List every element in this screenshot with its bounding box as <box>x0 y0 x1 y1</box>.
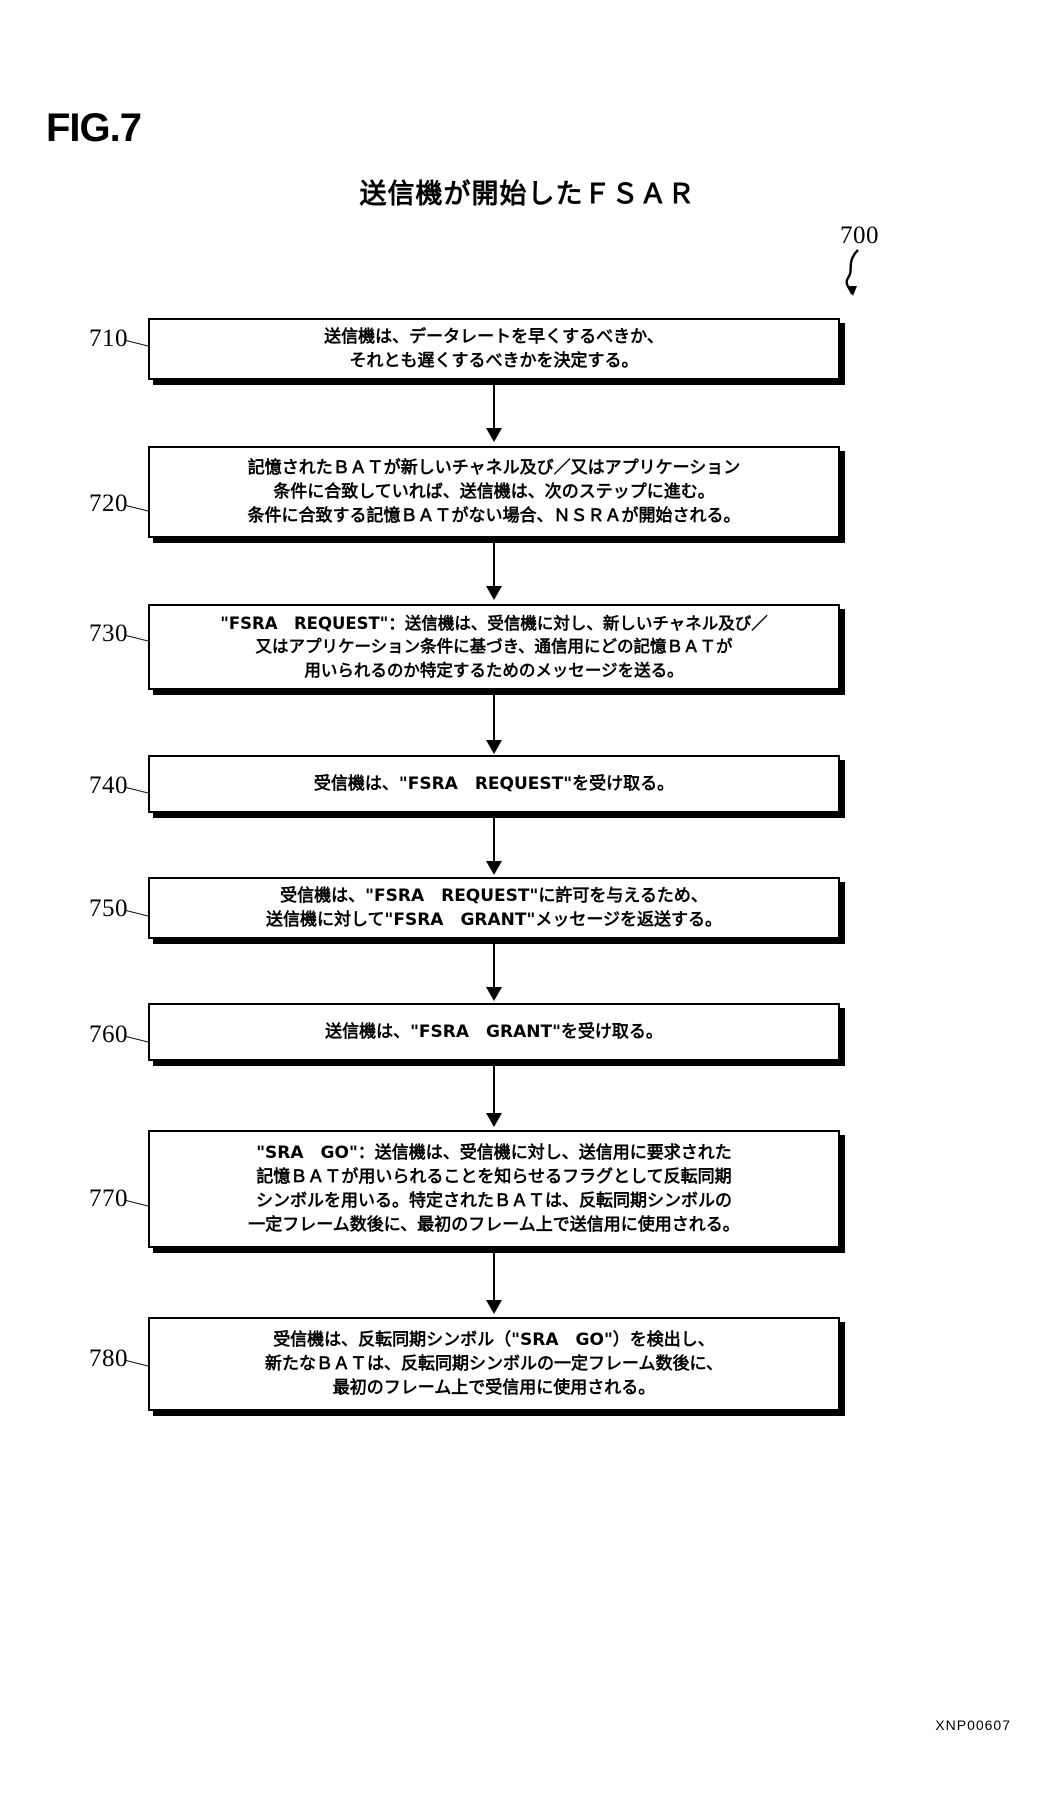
reference-leader-hook-icon <box>845 249 859 296</box>
process-box-760-text: 送信機は、"FSRA GRANT"を受け取る。 <box>325 1021 663 1042</box>
arrowhead-710-720-icon <box>486 428 502 442</box>
leader-line-780 <box>125 1360 150 1367</box>
leader-line-760 <box>125 1036 150 1043</box>
process-box-710-text: 送信機は、データレートを早くするべきか、 それとも遅くするべきかを決定する。 <box>324 326 664 371</box>
step-number-710: 710 <box>89 325 128 352</box>
leader-line-770 <box>125 1200 150 1207</box>
step-number-730: 730 <box>89 620 128 647</box>
connector-750-760 <box>493 944 495 990</box>
step-number-750: 750 <box>89 895 128 922</box>
arrowhead-730-740-icon <box>486 740 502 754</box>
figure-label: FIG.7 <box>46 106 142 150</box>
process-box-750[interactable]: 受信機は、"FSRA REQUEST"に許可を与えるため、 送信機に対して"FS… <box>148 877 840 939</box>
connector-760-770 <box>493 1066 495 1116</box>
connector-770-780 <box>493 1253 495 1303</box>
arrowhead-770-780-icon <box>486 1300 502 1314</box>
process-box-730[interactable]: "FSRA REQUEST"：送信機は、受信機に対し、新しいチャネル及び／ 又は… <box>148 604 840 690</box>
connector-710-720 <box>493 385 495 431</box>
process-box-780-text: 受信機は、反転同期シンボル（"SRA GO"）を検出し、 新たなＢＡＴは、反転同… <box>265 1329 723 1399</box>
arrowhead-760-770-icon <box>486 1113 502 1127</box>
step-number-780: 780 <box>89 1345 128 1372</box>
step-number-770: 770 <box>89 1185 128 1212</box>
document-footer-code: XNP00607 <box>935 1717 1011 1733</box>
leader-line-720 <box>125 505 150 512</box>
process-box-720[interactable]: 記憶されたＢＡＴが新しいチャネル及び／又はアプリケーション 条件に合致していれば… <box>148 446 840 538</box>
process-box-770[interactable]: "SRA GO"：送信機は、受信機に対し、送信用に要求された 記憶ＢＡＴが用いら… <box>148 1130 840 1248</box>
leader-line-750 <box>125 910 150 917</box>
process-box-770-text: "SRA GO"：送信機は、受信機に対し、送信用に要求された 記憶ＢＡＴが用いら… <box>248 1142 740 1236</box>
process-box-740-text: 受信機は、"FSRA REQUEST"を受け取る。 <box>313 773 675 794</box>
connector-740-750 <box>493 818 495 864</box>
connector-720-730 <box>493 543 495 589</box>
process-box-730-text: "FSRA REQUEST"：送信機は、受信機に対し、新しいチャネル及び／ 又は… <box>220 613 768 680</box>
step-number-760: 760 <box>89 1021 128 1048</box>
process-box-750-text: 受信機は、"FSRA REQUEST"に許可を与えるため、 送信機に対して"FS… <box>266 885 722 930</box>
process-box-740[interactable]: 受信機は、"FSRA REQUEST"を受け取る。 <box>148 755 840 813</box>
leader-line-710 <box>125 340 150 347</box>
reference-number-700: 700 <box>840 222 879 249</box>
arrowhead-740-750-icon <box>486 861 502 875</box>
step-number-720: 720 <box>89 490 128 517</box>
leader-line-740 <box>125 787 150 794</box>
process-box-760[interactable]: 送信機は、"FSRA GRANT"を受け取る。 <box>148 1003 840 1061</box>
leader-line-730 <box>125 635 150 642</box>
diagram-title: 送信機が開始したＦＳＡＲ <box>359 179 696 210</box>
arrowhead-720-730-icon <box>486 586 502 600</box>
step-number-740: 740 <box>89 772 128 799</box>
connector-730-740 <box>493 695 495 743</box>
process-box-710[interactable]: 送信機は、データレートを早くするべきか、 それとも遅くするべきかを決定する。 <box>148 318 840 380</box>
process-box-780[interactable]: 受信機は、反転同期シンボル（"SRA GO"）を検出し、 新たなＢＡＴは、反転同… <box>148 1317 840 1411</box>
arrowhead-750-760-icon <box>486 987 502 1001</box>
process-box-720-text: 記憶されたＢＡＴが新しいチャネル及び／又はアプリケーション 条件に合致していれば… <box>247 457 741 527</box>
